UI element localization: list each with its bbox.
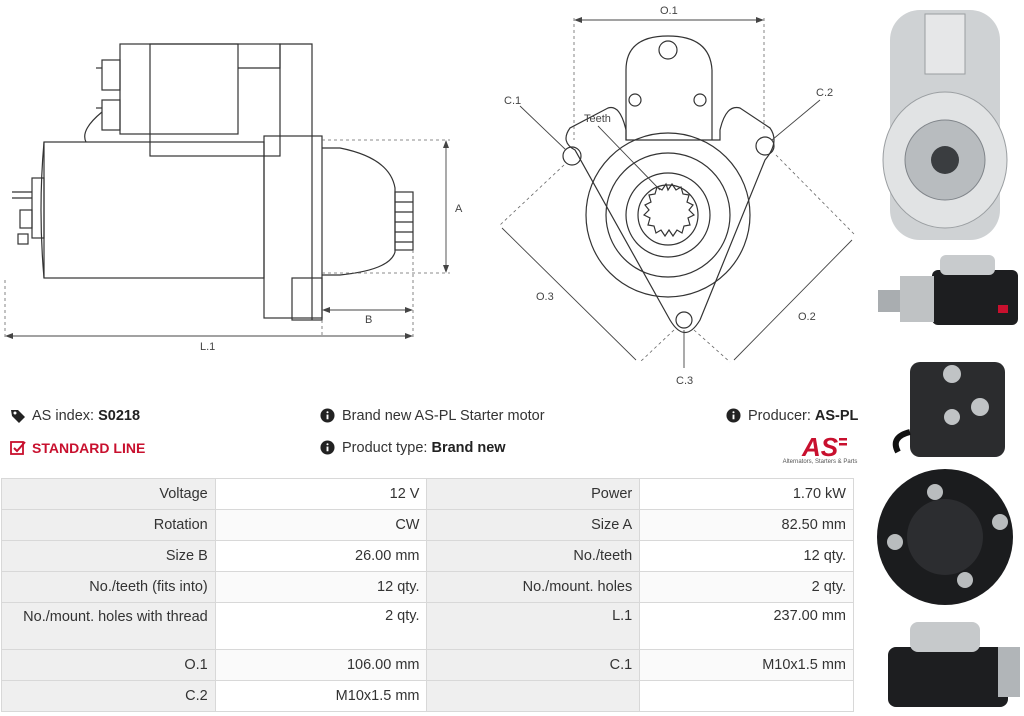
spec-value: 12 V [214, 478, 428, 510]
line-label: STANDARD LINE [32, 440, 146, 456]
spec-value: 2 qty. [639, 571, 854, 603]
check-square-icon [10, 440, 26, 456]
info-icon [320, 408, 336, 424]
spec-label: C.2 [1, 680, 216, 712]
spec-value: M10x1.5 mm [214, 680, 428, 712]
spec-value: 12 qty. [214, 571, 428, 603]
photo-rear-top [892, 362, 1005, 457]
dim-label-o3: O.3 [536, 291, 554, 303]
as-index: AS index: S0218 [10, 408, 140, 424]
technical-drawings: A B L.1 [0, 0, 870, 395]
dim-label-o1: O.1 [660, 5, 678, 17]
spec-label: Rotation [1, 509, 216, 541]
spec-value: 12 qty. [639, 540, 854, 572]
dim-label-c2: C.2 [816, 87, 833, 99]
spec-label: Size B [1, 540, 216, 572]
table-row: No./teeth (fits into)12 qty.No./mount. h… [1, 571, 854, 603]
spec-value: M10x1.5 mm [639, 649, 854, 681]
side-view-drawing: A B L.1 [4, 43, 463, 353]
photo-side-small [878, 255, 1018, 325]
dim-label-a: A [455, 203, 463, 215]
line-badge: STANDARD LINE [10, 440, 145, 456]
tag-icon [10, 408, 26, 424]
product-info: AS index: S0218 STANDARD LINE Brand new … [0, 400, 870, 475]
spec-label [426, 680, 641, 712]
dim-label-l1: L.1 [200, 341, 215, 353]
photo-front [882, 10, 1008, 240]
dim-label-c3: C.3 [676, 375, 693, 387]
spec-label: No./teeth [426, 540, 641, 572]
dim-label-teeth: Teeth [584, 113, 611, 125]
spec-label: L.1 [426, 602, 641, 650]
description: Brand new AS-PL Starter motor [320, 408, 545, 424]
spec-value: CW [214, 509, 428, 541]
spec-value: 106.00 mm [214, 649, 428, 681]
product-type: Product type: Brand new [320, 440, 506, 456]
producer-value: AS-PL [814, 408, 859, 424]
photo-side [888, 622, 1020, 707]
as-index-label: AS index: [32, 408, 95, 424]
spec-label: Size A [426, 509, 641, 541]
spec-value: 26.00 mm [214, 540, 428, 572]
spec-value: 82.50 mm [639, 509, 854, 541]
dim-label-c1: C.1 [504, 95, 521, 107]
spec-value: 2 qty. [214, 602, 428, 650]
spec-value: 237.00 mm [639, 602, 854, 650]
spec-label: Voltage [1, 478, 216, 510]
dim-label-b: B [365, 314, 372, 326]
front-view-drawing: O.1 C.1 C.2 Teeth O.3 O.2 C.3 [499, 5, 856, 387]
product-type-label: Product type: [342, 440, 428, 456]
spec-label: O.1 [1, 649, 216, 681]
description-text: Brand new AS-PL Starter motor [342, 408, 545, 424]
as-pl-logo-mark: AS [801, 432, 847, 462]
photo-rear [877, 469, 1013, 605]
as-pl-logo: AS Alternators, Starters & Parts [775, 432, 865, 470]
info-icon [726, 408, 742, 424]
product-photos [870, 0, 1024, 716]
spec-label: No./mount. holes with thread [1, 602, 216, 650]
logo-mark-text: AS [801, 432, 839, 460]
product-type-value: Brand new [431, 440, 506, 456]
spec-value [639, 680, 854, 712]
spec-label: Power [426, 478, 641, 510]
info-icon [320, 440, 336, 456]
producer-label: Producer: [748, 408, 811, 424]
spec-value: 1.70 kW [639, 478, 854, 510]
producer: Producer: AS-PL [726, 408, 858, 424]
spec-label: C.1 [426, 649, 641, 681]
spec-label: No./teeth (fits into) [1, 571, 216, 603]
as-index-value: S0218 [98, 408, 141, 424]
spec-label: No./mount. holes [426, 571, 641, 603]
logo-tagline: Alternators, Starters & Parts [782, 459, 858, 465]
dim-label-o2: O.2 [798, 311, 816, 323]
